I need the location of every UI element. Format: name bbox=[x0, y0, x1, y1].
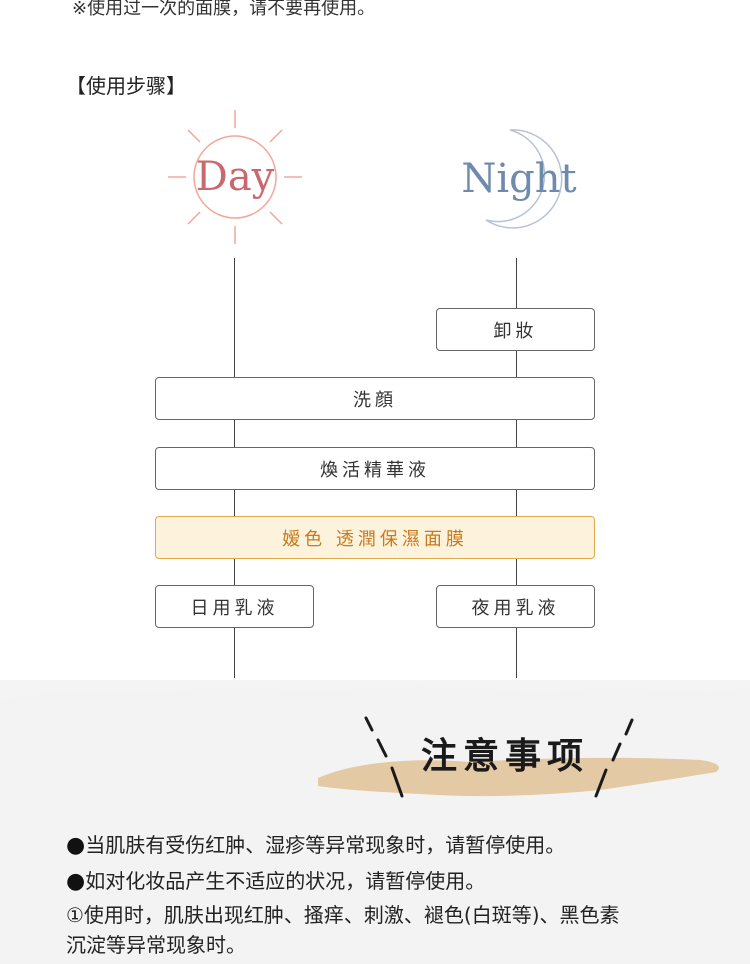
sun-icon bbox=[168, 110, 302, 244]
step-makeup-removal: 卸妝 bbox=[436, 308, 595, 351]
top-note: ※使用过一次的面膜，请不要再使用。 bbox=[72, 0, 376, 19]
day-label: Day bbox=[195, 154, 275, 200]
step-day-lotion: 日用乳液 bbox=[155, 585, 314, 628]
notice-text: 如对化妆品产生不适应的状况，请暂停使用。 bbox=[85, 869, 486, 893]
paper-texture bbox=[0, 686, 750, 964]
notice-item: ●如对化妆品产生不适应的状况，请暂停使用。 bbox=[66, 866, 485, 897]
step-mask: 嫒色 透潤保濕面膜 bbox=[155, 516, 595, 559]
notice-item: ●当肌肤有受伤红肿、湿疹等异常现象时，请暂停使用。 bbox=[66, 830, 565, 861]
bullet-icon: ● bbox=[66, 833, 86, 858]
brush-stroke bbox=[318, 757, 719, 797]
title-slash-marks bbox=[364, 716, 634, 798]
step-cleanse: 洗顔 bbox=[155, 377, 595, 420]
notice-item: 沉淀等异常现象时。 bbox=[66, 933, 246, 957]
step-night-lotion: 夜用乳液 bbox=[436, 585, 595, 628]
steps-heading: 【使用步骤】 bbox=[66, 74, 186, 98]
moon-icon bbox=[485, 129, 563, 229]
night-label: Night bbox=[461, 156, 577, 202]
step-serum: 煥活精華液 bbox=[155, 447, 595, 490]
bullet-icon: ● bbox=[66, 869, 86, 894]
notice-item: ①使用时，肌肤出现红肿、搔痒、刺激、褪色(白斑等)、黑色素 bbox=[66, 903, 620, 927]
notice-title: 注意事项 bbox=[420, 736, 590, 777]
day-night-illustration bbox=[168, 110, 563, 244]
notice-text: 当肌肤有受伤红肿、湿疹等异常现象时，请暂停使用。 bbox=[85, 833, 566, 857]
